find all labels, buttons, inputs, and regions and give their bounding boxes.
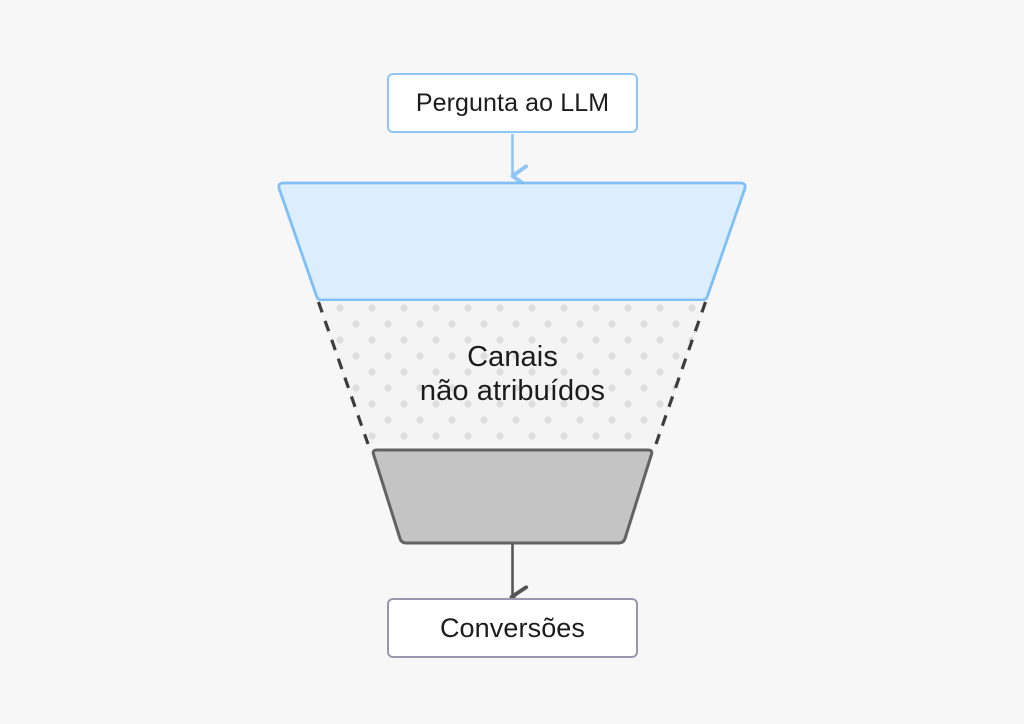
funnel-stage-blue[interactable] — [277, 181, 747, 302]
node-conversoes[interactable]: Conversões — [387, 598, 638, 658]
dashed-edge-left — [316, 301, 370, 445]
funnel-stage-gray[interactable] — [371, 448, 654, 545]
node-label-top: Pergunta ao LLM — [415, 88, 610, 117]
node-label-bottom: Conversões — [439, 612, 586, 643]
node-pergunta-ao-llm[interactable]: Pergunta ao LLM — [387, 73, 638, 133]
funnel-stage-dotted[interactable] — [318, 301, 706, 444]
dashed-edge-right — [654, 301, 708, 445]
